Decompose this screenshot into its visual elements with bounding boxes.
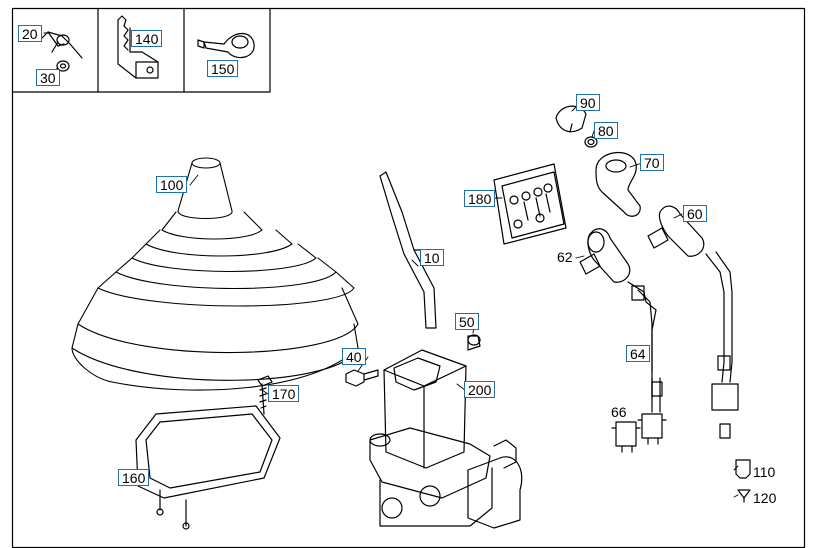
- callout-180[interactable]: 180: [464, 190, 496, 207]
- shift-boot-part: [71, 157, 359, 391]
- callout-90[interactable]: 90: [576, 94, 600, 111]
- knob-nut-part: [584, 136, 598, 148]
- shift-knob-part: [595, 151, 641, 217]
- tray-160-part: [135, 405, 281, 530]
- callout-20[interactable]: 20: [18, 25, 42, 42]
- callout-30[interactable]: 30: [36, 69, 60, 86]
- callout-40[interactable]: 40: [342, 348, 366, 365]
- knob-cap-part: [555, 105, 587, 133]
- cable-64-part: [651, 377, 663, 413]
- label-120[interactable]: 120: [753, 490, 777, 506]
- callout-80[interactable]: 80: [594, 122, 618, 139]
- bolt-40-part: [345, 369, 379, 387]
- cap-50-part: [467, 334, 481, 351]
- callout-70[interactable]: 70: [640, 154, 664, 171]
- switch-assembly-62-part: [579, 228, 657, 399]
- cable-clip-part: [197, 32, 255, 59]
- callout-50[interactable]: 50: [455, 313, 479, 330]
- shift-pattern-plate-part: [493, 163, 567, 245]
- leader-lines: [43, 32, 739, 498]
- washer-part: [56, 60, 70, 72]
- callout-160[interactable]: 160: [118, 469, 150, 486]
- callout-140[interactable]: 140: [131, 30, 163, 47]
- contact-120-part: [737, 489, 751, 503]
- callout-100[interactable]: 100: [156, 176, 188, 193]
- callout-60[interactable]: 60: [683, 205, 707, 222]
- callout-10[interactable]: 10: [420, 249, 444, 266]
- callout-150[interactable]: 150: [207, 60, 239, 77]
- screw-170-part: [257, 375, 273, 415]
- callout-64[interactable]: 64: [626, 345, 650, 362]
- callout-200[interactable]: 200: [464, 381, 496, 398]
- label-62[interactable]: 62: [557, 249, 573, 265]
- bracket-part: [117, 15, 159, 79]
- connectors-66-part: [611, 413, 667, 453]
- label-66[interactable]: 66: [611, 404, 627, 420]
- label-110[interactable]: 110: [753, 464, 776, 480]
- callout-170[interactable]: 170: [268, 385, 300, 402]
- clip-pin-part: [41, 31, 83, 59]
- shift-housing-200-part: [369, 349, 523, 529]
- switch-assembly-60-part: [647, 205, 739, 411]
- terminal-110-part: [719, 423, 751, 479]
